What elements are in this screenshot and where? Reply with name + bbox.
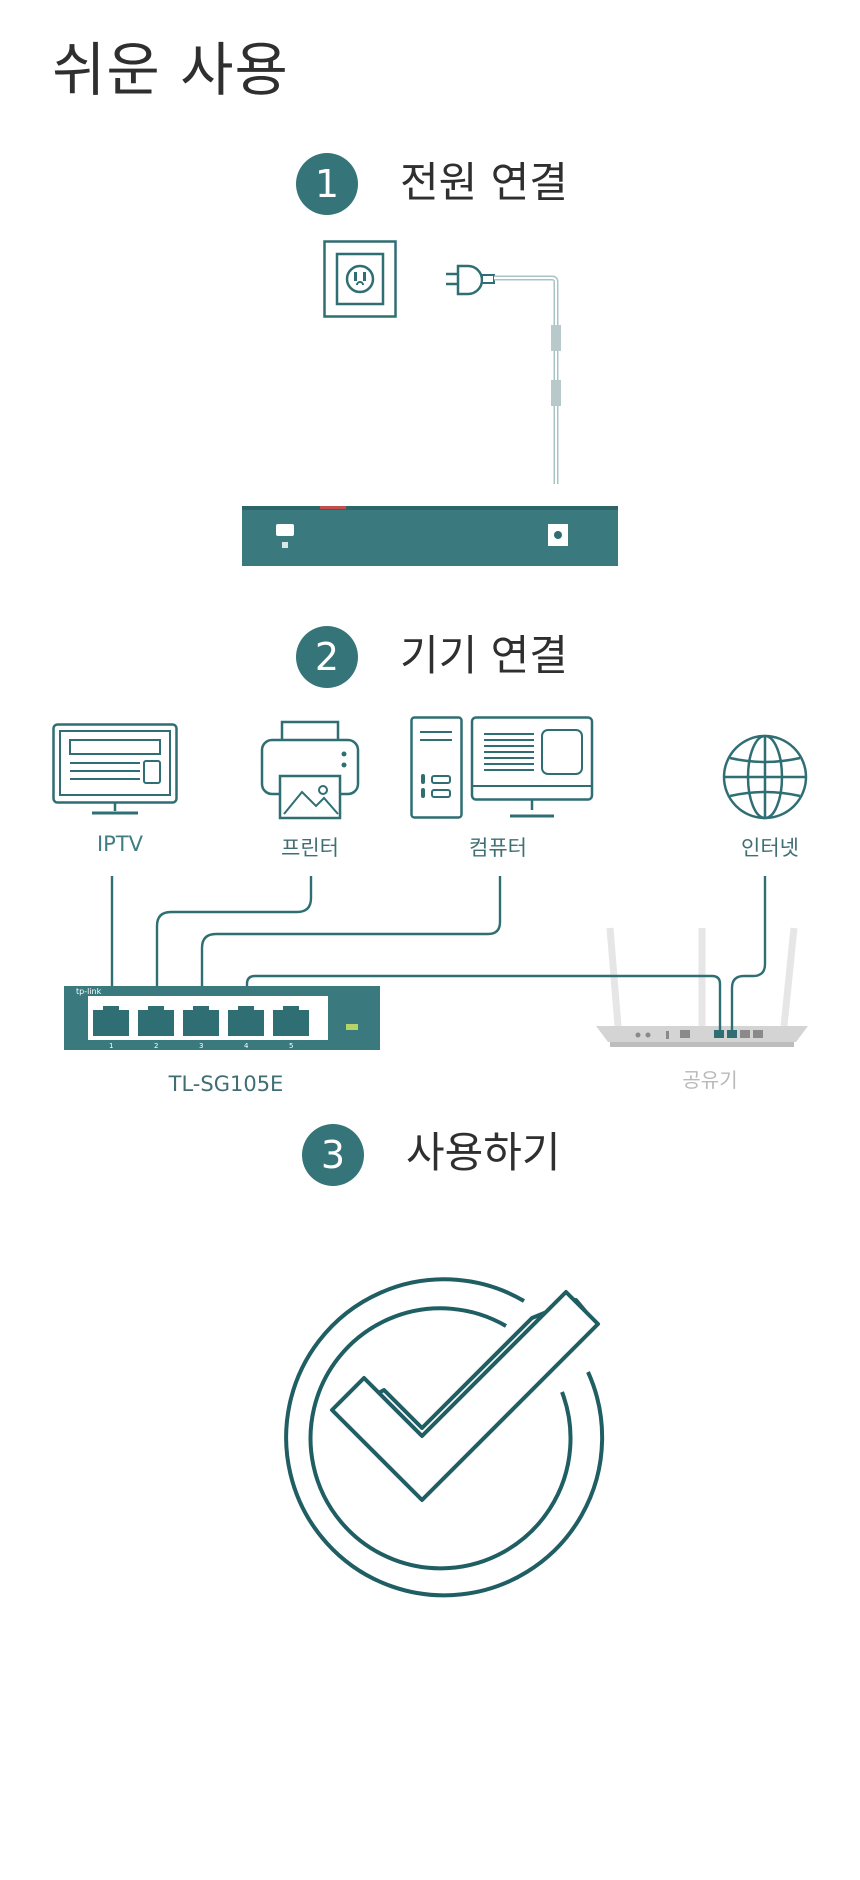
svg-text:1: 1 — [109, 1042, 113, 1050]
power-plug-icon — [446, 264, 561, 484]
svg-text:2: 2 — [154, 1042, 158, 1050]
svg-text:3: 3 — [199, 1042, 203, 1050]
page-title: 쉬운 사용 — [52, 36, 289, 104]
switch-icon: 1 2 3 4 5 tp-link — [64, 986, 380, 1050]
switch-rear-panel — [242, 506, 618, 566]
step-2-badge: 2 — [296, 626, 358, 688]
iptv-label: IPTV — [96, 832, 144, 856]
step-1-badge: 1 — [296, 153, 358, 215]
step-3-badge: 3 — [302, 1124, 364, 1186]
step-2-title: 기기 연결 — [400, 631, 568, 680]
internet-label: 인터넷 — [741, 836, 799, 860]
switch-model-label: TL-SG105E — [168, 1072, 284, 1096]
router-label: 공유기 — [682, 1068, 738, 1092]
check-circle-icon — [284, 1277, 605, 1598]
step-3-title: 사용하기 — [406, 1128, 561, 1177]
network-cables — [110, 876, 767, 1030]
switch-brand-label: tp-link — [76, 987, 102, 996]
svg-text:5: 5 — [289, 1042, 293, 1050]
tv-icon — [52, 723, 178, 815]
svg-text:4: 4 — [244, 1042, 249, 1050]
printer-label: 프린터 — [281, 836, 339, 860]
wall-outlet-icon — [323, 240, 397, 318]
computer-label: 컴퓨터 — [469, 836, 527, 860]
step-1-title: 전원 연결 — [400, 158, 568, 207]
desktop-computer-icon — [410, 716, 594, 819]
printer-icon — [260, 720, 360, 820]
globe-icon — [722, 734, 808, 820]
